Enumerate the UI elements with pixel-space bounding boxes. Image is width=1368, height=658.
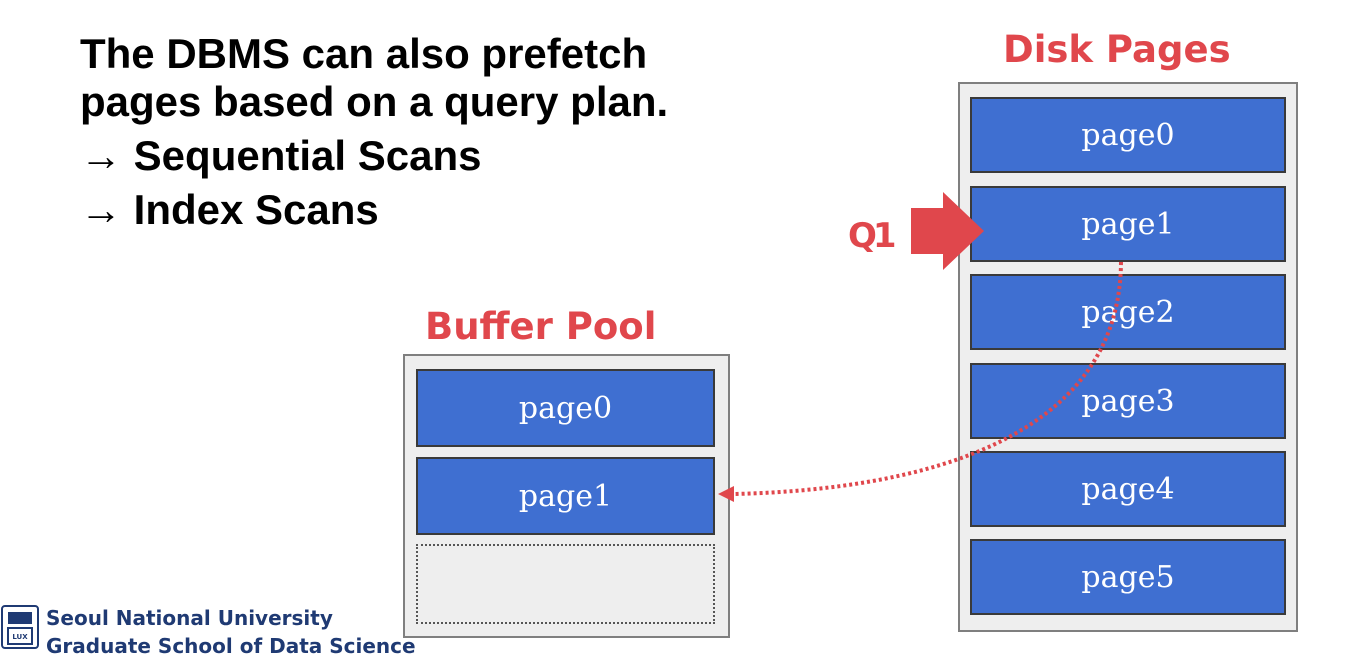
bullet-index-scans: → Index Scans	[80, 186, 379, 233]
disk-page-1: page1	[970, 186, 1286, 262]
university-name: Seoul National University	[46, 606, 333, 630]
disk-page-2: page2	[970, 274, 1286, 350]
buffer-page-1: page1	[416, 457, 715, 535]
buffer-empty-slot	[416, 544, 715, 624]
bullet-sequential-scans: → Sequential Scans	[80, 132, 482, 179]
slide-line-2: pages based on a query plan.	[80, 78, 669, 125]
svg-text:LUX: LUX	[12, 633, 28, 641]
disk-page-0: page0	[970, 97, 1286, 173]
university-logo-icon: LUX	[1, 605, 39, 649]
disk-page-4: page4	[970, 451, 1286, 527]
school-name: Graduate School of Data Science	[46, 634, 416, 658]
disk-pages-heading: Disk Pages	[1003, 28, 1231, 71]
buffer-pool-heading: Buffer Pool	[425, 305, 657, 348]
slide-text: The DBMS can also prefetch pages based o…	[80, 30, 668, 234]
slide-line-1: The DBMS can also prefetch	[80, 30, 648, 77]
buffer-pool-container: page0 page1	[403, 354, 730, 638]
disk-page-5: page5	[970, 539, 1286, 615]
disk-pages-container: page0 page1 page2 page3 page4 page5	[958, 82, 1298, 632]
buffer-page-0: page0	[416, 369, 715, 447]
query-label: Q1	[848, 216, 897, 256]
disk-page-3: page3	[970, 363, 1286, 439]
